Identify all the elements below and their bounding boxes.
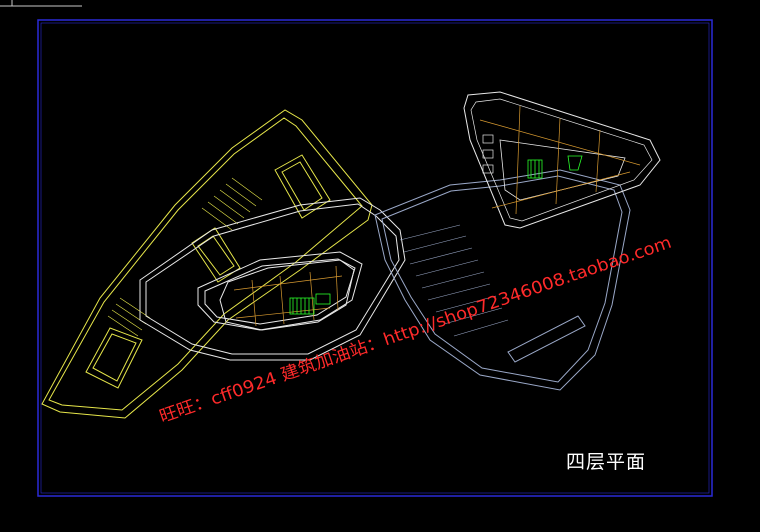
block-mid-outline: [139, 197, 406, 361]
block-right-outline: [374, 169, 631, 391]
drawing-frame: [37, 19, 713, 497]
watermark: 旺旺：cff0924 建筑加油站：http://shop72346008.tao…: [157, 233, 674, 428]
right-core-shaft: [527, 155, 583, 179]
tower-right-floor: [463, 91, 661, 229]
tower-core-floor: [219, 259, 355, 331]
corner-mark: [0, 0, 82, 7]
ramp-hatch-left: [107, 177, 263, 337]
core-stair-shaft: [289, 293, 331, 315]
ramp-hatch-right: [399, 224, 509, 337]
plan-title: 四层平面: [566, 451, 647, 473]
watermark-text: 旺旺：cff0924 建筑加油站：http://shop72346008.tao…: [157, 233, 674, 428]
